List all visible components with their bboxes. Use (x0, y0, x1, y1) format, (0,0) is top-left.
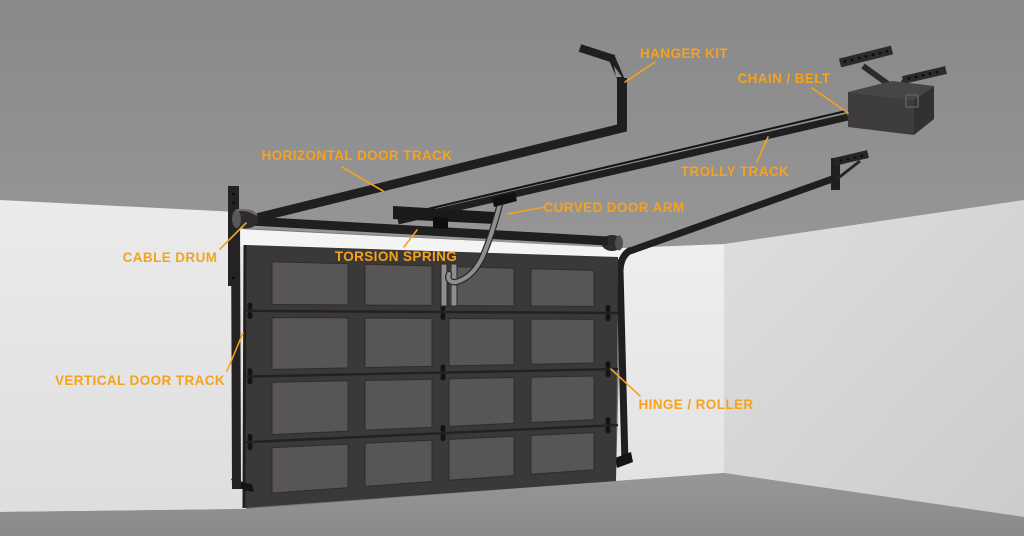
left-wall (0, 200, 246, 512)
door-seam-3 (245, 423, 619, 444)
rail-header-bracket (393, 206, 495, 229)
leader-chain-belt (811, 87, 849, 114)
leader-trolly-track (756, 136, 769, 163)
right-track-foot-bracket (615, 452, 633, 468)
part-labels: HANGER KIT CHAIN / BELT HORIZONTAL DOOR … (55, 46, 831, 412)
label-horizontal-door-track: HORIZONTAL DOOR TRACK (262, 148, 453, 163)
right-horizontal-track (601, 150, 869, 468)
label-curved-door-arm: CURVED DOOR ARM (543, 200, 684, 215)
opener-motor-unit (838, 45, 947, 135)
label-torsion-spring: TORSION SPRING (335, 249, 457, 264)
garage-door (231, 244, 619, 509)
leader-vertical-door-track (226, 332, 244, 372)
motor-light-lens (905, 94, 919, 108)
label-trolly-track: TROLLY TRACK (681, 164, 789, 179)
leader-hanger-kit (624, 61, 656, 83)
hanger-strap-left (838, 45, 894, 87)
floor (0, 473, 1024, 536)
right-vertical-track (616, 246, 633, 465)
motor-box (848, 81, 934, 135)
trolly-track-rail (397, 110, 849, 225)
label-chain-belt: CHAIN / BELT (737, 71, 830, 86)
label-vertical-door-track: VERTICAL DOOR TRACK (55, 373, 225, 388)
label-hanger-kit: HANGER KIT (640, 46, 728, 61)
right-track-hanger-bracket (831, 150, 869, 190)
door-header-strip (240, 229, 622, 259)
cable-drum-left (232, 208, 259, 229)
leader-horizontal-door-track (341, 166, 384, 192)
trolley-carriage (492, 192, 517, 207)
front-wall-right (616, 244, 724, 481)
door-seam-2 (245, 367, 619, 378)
curved-door-arm-part (445, 196, 505, 286)
hinges (247, 302, 611, 450)
leader-torsion-spring (403, 229, 418, 248)
label-hinge-roller: HINGE / ROLLER (638, 397, 753, 412)
door-seam-1 (245, 309, 619, 315)
hanger-kit-bracket (578, 44, 627, 129)
label-cable-drum: CABLE DRUM (123, 250, 218, 265)
leader-hinge-roller (610, 368, 641, 397)
right-wall (724, 200, 1024, 517)
leader-lines (219, 61, 849, 397)
leader-curved-door-arm (507, 206, 546, 215)
leader-cable-drum (219, 222, 247, 250)
ceiling (0, 0, 1024, 248)
cable-drum-right-cap (615, 235, 623, 251)
torsion-spring-tube (249, 216, 609, 246)
horizontal-door-track-bar (250, 122, 628, 224)
